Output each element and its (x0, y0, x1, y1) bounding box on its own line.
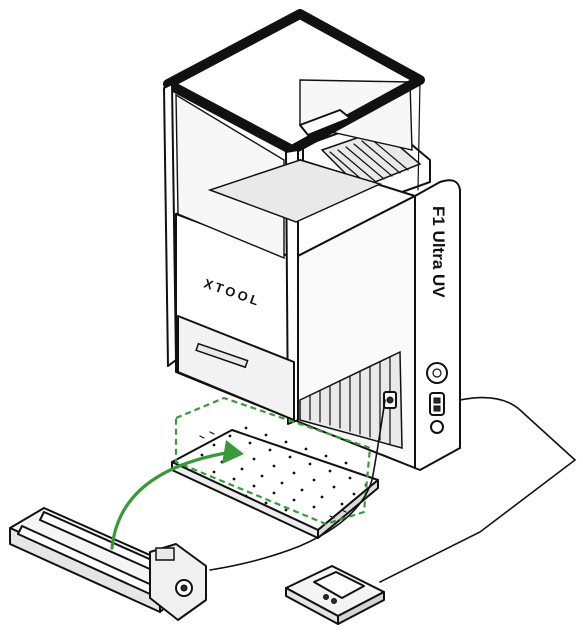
lid-post-left (163, 83, 177, 367)
control-button-panel[interactable] (429, 392, 445, 416)
rotary-cable (209, 399, 386, 571)
front-slot (195, 342, 249, 369)
inner-tray (207, 159, 383, 223)
power-button[interactable] (430, 420, 444, 434)
power-cable (379, 396, 577, 583)
knob-icon[interactable] (426, 362, 448, 384)
rotary-attachment (9, 507, 207, 621)
machine-side-panel (414, 179, 461, 471)
lid-handle[interactable] (299, 109, 351, 136)
control-pad[interactable] (285, 565, 385, 625)
inner-vent (299, 350, 403, 449)
control-pad-button[interactable] (323, 594, 329, 600)
lid-glass-left (175, 93, 285, 260)
curved-arrow-icon (110, 450, 234, 550)
control-pad-button-2[interactable] (331, 598, 337, 604)
model-label: F1 Ultra UV (429, 206, 448, 298)
control-pad-screen (313, 571, 365, 599)
laser-engraver-machine: F1 Ultra UV (163, 9, 461, 471)
lower-opening (177, 315, 295, 421)
arrow-head (222, 440, 244, 464)
target-area-outline (174, 396, 372, 526)
